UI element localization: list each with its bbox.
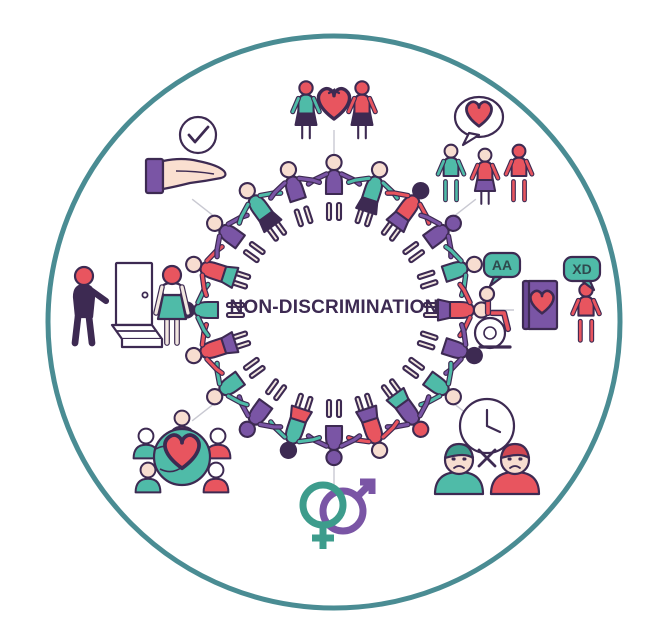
icon-speech-heart[interactable]	[435, 95, 535, 205]
icon-accessibility-language[interactable]: AA XD	[473, 251, 602, 350]
ring-figure-0	[305, 153, 363, 222]
ring-figure-2	[380, 182, 432, 242]
ring-figure-7	[402, 356, 462, 408]
icon-hand-check[interactable]	[144, 115, 227, 195]
ring-figure-10	[305, 398, 363, 467]
ring-figure-19	[268, 161, 323, 228]
ring-figure	[268, 161, 323, 228]
ring-figure-14	[185, 321, 252, 376]
ring-figure	[185, 321, 252, 376]
ring-figure	[380, 182, 432, 242]
ring-figure-13	[206, 356, 266, 408]
ring-figure-1	[345, 161, 400, 228]
people-ring	[177, 153, 491, 467]
speech-bubble-text: AA	[492, 257, 512, 273]
icon-love-couple[interactable]	[290, 80, 378, 140]
speech-bubble-text: XD	[572, 261, 591, 277]
ring-figure	[305, 398, 363, 467]
ring-figure	[206, 356, 266, 408]
ring-figure	[305, 153, 363, 222]
ring-figure	[236, 182, 288, 242]
icon-open-door[interactable]	[71, 261, 191, 349]
ring-figure	[416, 244, 483, 299]
ring-figure-4	[416, 244, 483, 299]
ring-figure-18	[236, 182, 288, 242]
ring-figure	[345, 161, 400, 228]
icon-global-community[interactable]	[132, 409, 232, 494]
icon-age-clock[interactable]	[433, 397, 541, 496]
icon-gender-symbols[interactable]	[299, 478, 376, 549]
ring-figure	[402, 356, 462, 408]
outer-circle	[45, 33, 623, 611]
